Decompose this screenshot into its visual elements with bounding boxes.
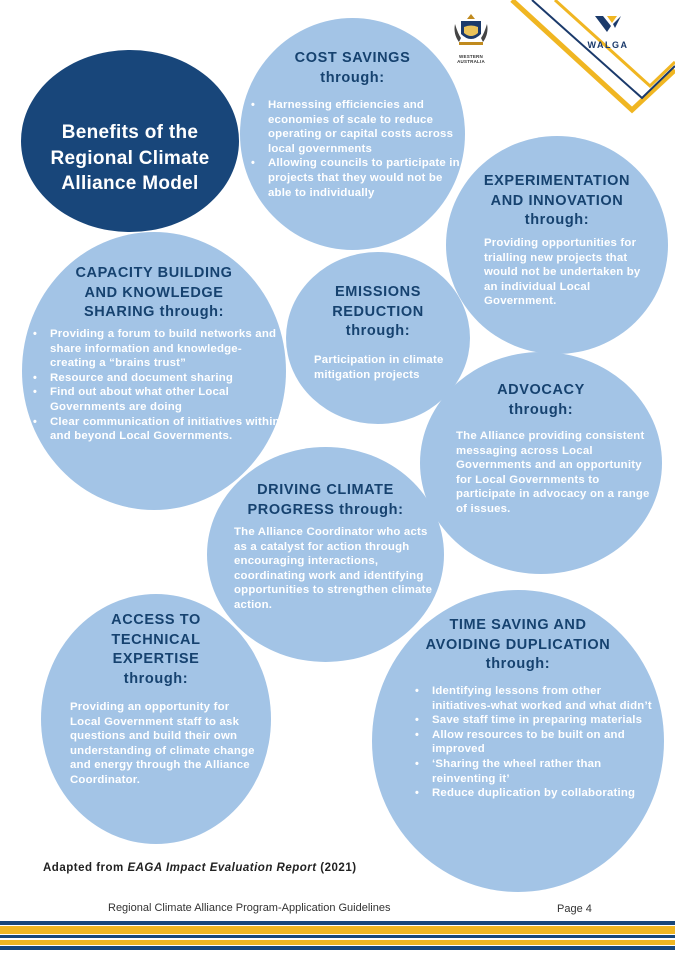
advocacy-circle: ADVOCACY through: The Alliance providing… xyxy=(420,352,662,574)
time-saving-circle: TIME SAVING AND AVOIDING DUPLICATION thr… xyxy=(372,590,664,892)
driving-progress-text: The Alliance Coordinator who acts as a c… xyxy=(234,526,433,611)
page-title: Benefits of the Regional Climate Allianc… xyxy=(50,122,210,194)
capacity-list: Providing a forum to build networks and … xyxy=(30,327,282,444)
emissions-heading: EMISSIONS REDUCTION through: xyxy=(332,284,424,339)
walga-mark-icon xyxy=(595,16,621,32)
wa-logo-text: WESTERN AUSTRALIA xyxy=(457,54,485,64)
list-item: ‘Sharing the wheel rather than reinventi… xyxy=(412,757,652,786)
capacity-circle: CAPACITY BUILDING AND KNOWLEDGE SHARING … xyxy=(22,232,286,510)
emissions-circle: EMISSIONS REDUCTION through: Participati… xyxy=(286,252,470,424)
western-australia-logo: WESTERN AUSTRALIA xyxy=(446,12,496,64)
footer-stripe-navy-2 xyxy=(0,935,675,938)
access-expertise-heading: ACCESS TO TECHNICAL EXPERTISE through: xyxy=(111,612,201,687)
advocacy-heading: ADVOCACY through: xyxy=(497,382,585,418)
source-citation: Adapted from EAGA Impact Evaluation Repo… xyxy=(43,862,357,874)
source-title: EAGA Impact Evaluation Report xyxy=(127,862,317,874)
list-item: Save staff time in preparing materials xyxy=(412,713,652,728)
footer-stripe-navy xyxy=(0,921,675,925)
experimentation-circle: EXPERIMENTATION AND INNOVATION through: … xyxy=(446,136,668,354)
cost-savings-circle: COST SAVINGS through: Harnessing efficie… xyxy=(240,18,465,250)
walga-logo: WALGA xyxy=(583,14,633,50)
list-item: Allow resources to be built on and impro… xyxy=(412,728,652,757)
list-item: Identifying lessons from other initiativ… xyxy=(412,684,652,713)
cost-savings-list: Harnessing efficiencies and economies of… xyxy=(248,98,463,200)
list-item: Clear communication of initiatives withi… xyxy=(30,415,282,444)
emissions-text: Participation in climate mitigation proj… xyxy=(314,354,444,381)
list-item: Allowing councils to participate in proj… xyxy=(248,156,463,200)
access-expertise-circle: ACCESS TO TECHNICAL EXPERTISE through: P… xyxy=(41,594,271,844)
time-saving-list: Identifying lessons from other initiativ… xyxy=(412,684,652,801)
driving-progress-circle: DRIVING CLIMATE PROGRESS through: The Al… xyxy=(207,447,444,662)
footer-stripe-navy-3 xyxy=(0,946,675,950)
footer-stripe-gold-2 xyxy=(0,940,675,945)
access-expertise-text: Providing an opportunity for Local Gover… xyxy=(70,701,255,786)
footer-page-number: Page 4 xyxy=(557,903,592,915)
advocacy-text: The Alliance providing consistent messag… xyxy=(456,430,650,515)
driving-progress-heading: DRIVING CLIMATE PROGRESS through: xyxy=(247,482,404,518)
crest-icon xyxy=(454,14,488,45)
list-item: Reduce duplication by collaborating xyxy=(412,786,652,801)
footer-stripe-gold xyxy=(0,926,675,934)
footer-document-title: Regional Climate Alliance Program-Applic… xyxy=(108,902,391,914)
corner-decoration xyxy=(510,0,675,114)
cost-savings-heading: COST SAVINGS through: xyxy=(294,50,411,86)
list-item: Find out about what other Local Governme… xyxy=(30,385,282,414)
capacity-heading: CAPACITY BUILDING AND KNOWLEDGE SHARING … xyxy=(75,265,233,320)
title-circle: Benefits of the Regional Climate Allianc… xyxy=(21,50,239,232)
experimentation-heading: EXPERIMENTATION AND INNOVATION through: xyxy=(483,173,631,228)
experimentation-text: Providing opportunities for trialling ne… xyxy=(484,237,641,308)
list-item: Harnessing efficiencies and economies of… xyxy=(248,98,463,156)
walga-logo-text: WALGA xyxy=(587,40,629,50)
time-saving-heading: TIME SAVING AND AVOIDING DUPLICATION thr… xyxy=(425,617,611,672)
list-item: Resource and document sharing xyxy=(30,371,282,386)
list-item: Providing a forum to build networks and … xyxy=(30,327,282,371)
